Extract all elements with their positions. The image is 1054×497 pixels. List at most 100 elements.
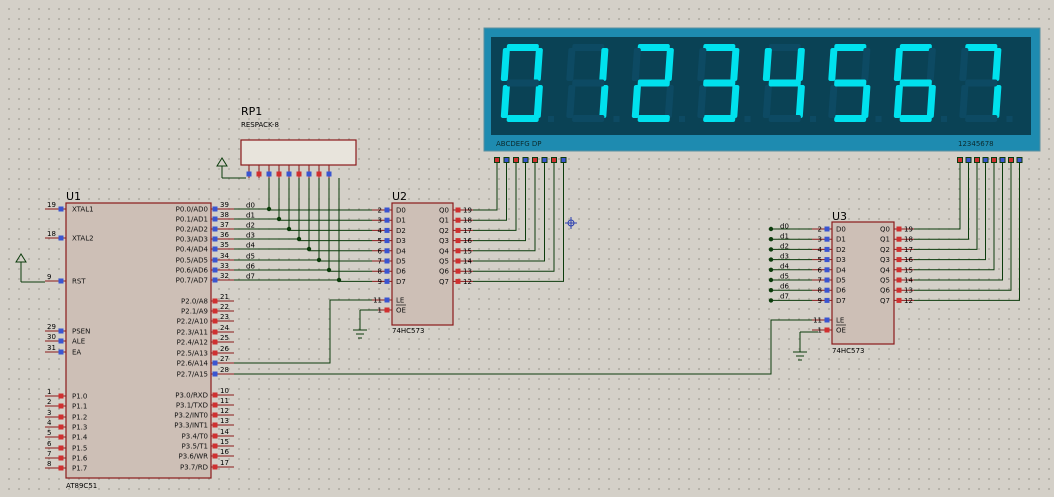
bus-label: d0	[246, 202, 255, 210]
segment-dp	[810, 116, 816, 122]
u1-pin-name: P3.5/T1	[182, 443, 208, 451]
pin-square	[306, 171, 312, 177]
pin-square	[896, 236, 902, 242]
pin-square	[532, 157, 538, 163]
u1-pin-number: 38	[220, 211, 229, 219]
pin-name: Q2	[439, 227, 449, 235]
segment-b	[730, 48, 740, 81]
pin-square	[212, 206, 218, 212]
resistor-pack-rp1[interactable]: RP1 RESPACK-8	[240, 105, 357, 178]
pin-name: LE	[836, 317, 844, 325]
pin-square	[384, 307, 390, 313]
u1-pin-number: 18	[47, 230, 56, 238]
pin-name: Q4	[439, 247, 450, 255]
pin-square	[455, 227, 461, 233]
pin-square	[824, 277, 830, 283]
junction	[768, 257, 774, 262]
u1-pin-name: P0.2/AD2	[176, 226, 208, 234]
u1-pin-name: P0.5/AD5	[176, 257, 208, 265]
pin-name: Q3	[439, 237, 449, 245]
u1-pin-number: 14	[220, 428, 229, 436]
u1-pin-number: 30	[47, 333, 56, 341]
u1-pin-name: P1.4	[72, 434, 88, 442]
pin-square	[276, 171, 282, 177]
pin-number: 7	[378, 258, 382, 266]
pin-square	[384, 258, 390, 264]
pin-number: 15	[463, 247, 472, 255]
pin-name: D3	[836, 256, 846, 264]
pin-square	[824, 287, 830, 293]
pin-square	[896, 226, 902, 232]
probe-marker[interactable]	[565, 217, 577, 229]
pin-square	[58, 455, 64, 461]
pin-square	[824, 267, 830, 273]
pin-number: 18	[904, 236, 913, 244]
pin-square	[824, 257, 830, 263]
u1-pin-name: P0.1/AD1	[176, 216, 208, 224]
u1-pin-number: 21	[220, 293, 229, 301]
pin-number: 3	[378, 217, 382, 225]
u1-pin-number: 32	[220, 272, 229, 280]
pin-square	[212, 298, 218, 304]
segment-g	[899, 79, 932, 87]
u1-pin-number: 8	[47, 460, 51, 468]
pin-number: 2	[818, 226, 822, 234]
pin-square	[896, 257, 902, 263]
bus-label: d7	[246, 273, 255, 281]
u1-pin-name: EA	[72, 349, 81, 357]
chip-u1[interactable]: U1 AT89C51 19XTAL118XTAL29RST29PSEN30ALE…	[45, 190, 234, 490]
pin-square	[1016, 157, 1023, 163]
junction	[768, 298, 774, 303]
pin-number: 7	[818, 277, 822, 285]
pin-square	[212, 216, 218, 222]
u1-pin-name: P1.7	[72, 465, 87, 473]
pin-square	[824, 246, 830, 252]
u1-pin-name: P1.3	[72, 424, 87, 432]
pin-square	[522, 157, 529, 163]
segment-f	[631, 48, 641, 81]
pin-name: Q5	[880, 277, 890, 285]
pin-square	[212, 246, 218, 252]
segment-f	[500, 48, 510, 81]
pin-square	[824, 317, 830, 323]
pin-square	[212, 329, 218, 335]
segment-c	[599, 85, 609, 118]
segment-a	[899, 44, 932, 51]
pin-square	[58, 278, 64, 284]
junction	[276, 216, 282, 222]
pin-square	[982, 157, 989, 163]
bus-label: d5	[780, 273, 789, 281]
segment-a	[703, 44, 736, 51]
pin-number: 3	[818, 236, 822, 244]
segment-e	[631, 85, 641, 118]
junction	[768, 237, 774, 242]
u1-pin-name: P1.2	[72, 414, 87, 422]
u1-pin-number: 15	[220, 438, 229, 446]
u1-pin-number: 7	[47, 450, 51, 458]
segment-a	[768, 44, 801, 51]
junction	[326, 267, 332, 273]
pin-square	[384, 297, 390, 303]
u1-pin-name: P3.4/T0	[182, 433, 208, 441]
pin-number: 19	[463, 207, 472, 215]
pin-square	[296, 171, 302, 177]
segment-c	[992, 85, 1002, 118]
bus-label: d6	[780, 283, 789, 291]
u1-pin-number: 26	[220, 345, 229, 353]
seven-segment-display[interactable]: ABCDEFG DP 12345678	[483, 27, 1041, 152]
rp1-ref: RP1	[241, 105, 262, 118]
u1-pin-number: 13	[220, 417, 229, 425]
pin-square	[896, 287, 902, 293]
pin-square	[957, 157, 963, 163]
rp1-pins	[246, 165, 332, 178]
u1-pin-number: 6	[47, 440, 52, 448]
pin-square	[824, 226, 830, 232]
pin-square	[384, 278, 390, 284]
digit	[959, 44, 1013, 122]
u1-pin-name: P2.2/A10	[177, 318, 208, 326]
u1-pin-number: 16	[220, 448, 229, 456]
u1-pin-name: P2.0/A8	[181, 298, 208, 306]
